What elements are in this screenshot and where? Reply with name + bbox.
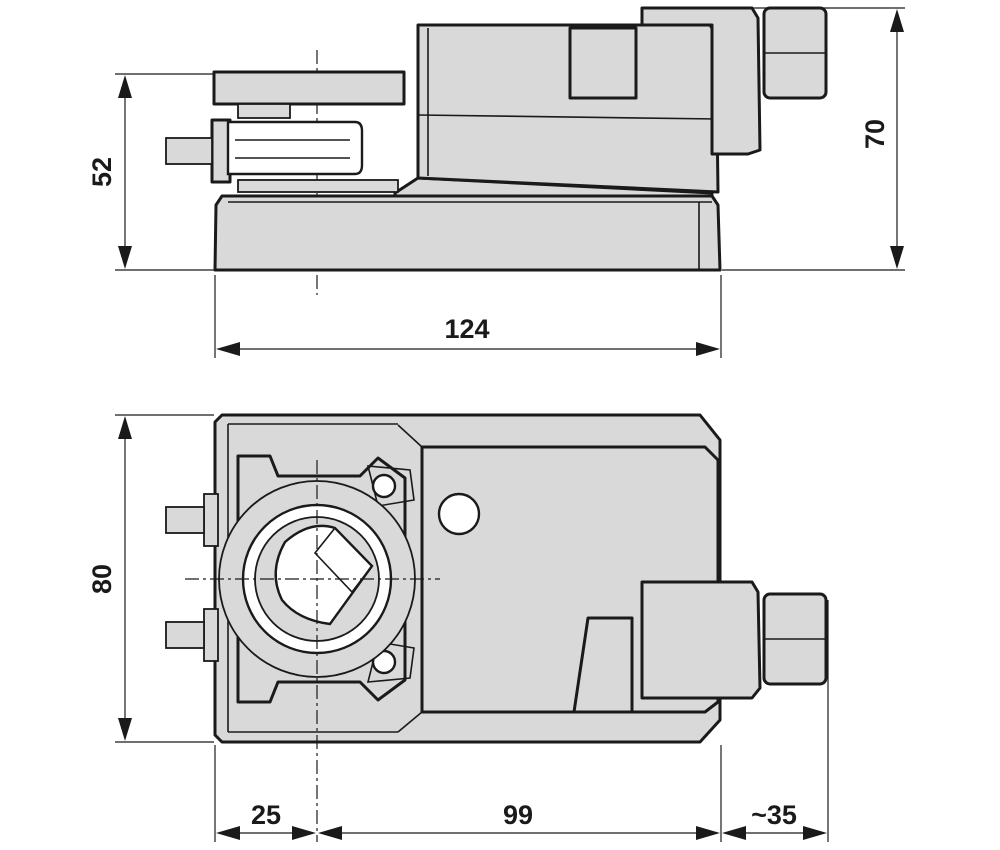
top-indicator-dot	[437, 492, 481, 536]
dim-70-label: 70	[860, 119, 890, 149]
dim-99-arrow-left	[318, 826, 342, 840]
top-bolt-seat-upper	[366, 465, 415, 507]
top-connector-wedge	[572, 616, 634, 714]
dim-80-label: 80	[87, 564, 117, 594]
top-shaft-clamp	[274, 524, 374, 626]
side-view: 52 70 124	[87, 6, 905, 358]
dim-25-label: 25	[251, 800, 281, 830]
side-body-button	[568, 26, 638, 100]
top-side-bolt-upper	[165, 506, 205, 534]
dim-70-arrow-bottom	[890, 246, 904, 269]
dim-52-arrow-top	[118, 75, 132, 98]
side-body	[416, 23, 720, 194]
side-base	[213, 194, 722, 272]
side-clamp-bolt	[165, 137, 213, 165]
dim-25-arrow-right	[292, 826, 316, 840]
side-wedge	[393, 176, 714, 198]
side-clamp-foot	[237, 179, 399, 193]
dim-99-arrow-right	[696, 826, 720, 840]
dim-70-arrow-top	[890, 9, 904, 32]
dim-52-label: 52	[87, 157, 117, 187]
dim-35-label: ~35	[751, 800, 797, 830]
side-clamp-plate	[212, 70, 406, 106]
dim-25-arrow-left	[216, 826, 240, 840]
dim-124-label: 124	[444, 314, 489, 344]
dim-124-arrow-left	[216, 342, 240, 356]
dim-80-arrow-bottom	[118, 718, 132, 741]
top-side-nut-lower	[203, 608, 219, 662]
dim-124-arrow-right	[696, 342, 720, 356]
side-body-seam	[417, 114, 719, 120]
dim-99-label: 99	[503, 800, 533, 830]
top-side-bolt-lower	[165, 621, 205, 649]
dim-80-arrow-top	[118, 416, 132, 439]
top-bolt-hole-upper	[371, 473, 397, 499]
dim-52-arrow-bottom	[118, 246, 132, 269]
side-clamp-neck	[237, 103, 291, 119]
top-shaft-jaw	[313, 526, 374, 594]
top-view: 80 25 99 ~35	[87, 413, 829, 842]
side-connector-housing	[640, 6, 762, 156]
top-side-nut-upper	[203, 493, 219, 547]
dim-35-arrow-left	[722, 826, 746, 840]
top-connector-housing	[640, 580, 762, 700]
side-clamp-u-bolt	[226, 120, 364, 176]
dim-35-arrow-right	[803, 826, 827, 840]
